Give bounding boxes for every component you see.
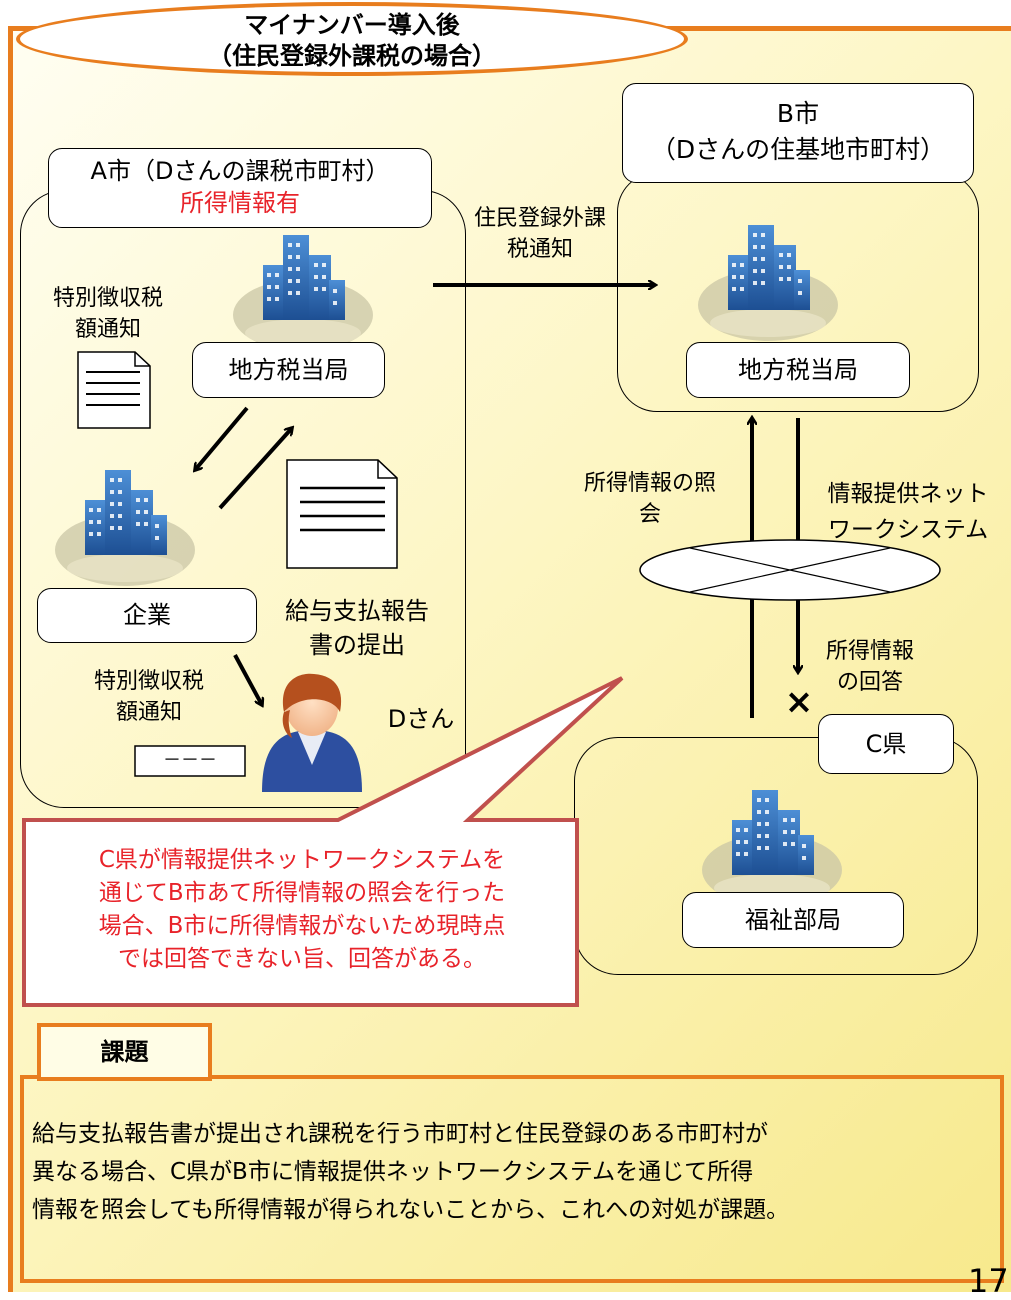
label-tokubetsu-2-line2: 額通知 (115, 700, 182, 725)
document-icon-large (286, 459, 398, 569)
label-salary-line1: 給与支払報告 (285, 597, 429, 625)
arrow-company-to-person (233, 654, 262, 705)
building-icon-welfare (702, 790, 842, 906)
office-b-tax: 地方税当局 (686, 342, 910, 398)
title-line1: マイナンバー導入後 (244, 11, 460, 39)
tax-slip-icon (134, 745, 246, 777)
office-company: 企業 (37, 588, 257, 643)
label-answer-line1: 所得情報 (825, 639, 914, 664)
label-slip-dashes: －－－ (163, 750, 217, 771)
city-b-header: B市 （Dさんの住基地市町村） (622, 83, 974, 183)
title-line2: （住民登録外課税の場合） (208, 42, 496, 70)
office-welfare: 福祉部局 (682, 892, 904, 948)
city-b-name-line1: B市 (776, 99, 820, 128)
callout-line4: では回答できない旨、回答がある。 (118, 946, 486, 972)
slide-background (8, 26, 1011, 1292)
label-answer: 所得情報 の回答 (806, 636, 934, 698)
label-person: Dさん (387, 705, 455, 733)
issue-text: 給与支払報告書が提出され課税を行う市町村と住民登録のある市町村が 異なる場合、C… (32, 1115, 997, 1229)
issue-line2: 異なる場合、C県がB市に情報提供ネットワークシステムを通じて所得 (32, 1159, 754, 1185)
label-network-line2: ワークシステム (827, 517, 989, 543)
building-icon-b-tax (698, 225, 838, 341)
callout-line2: 通じてB市あて所得情報の照会を行った (98, 880, 506, 906)
callout-text: C県が情報提供ネットワークシステムを 通じてB市あて所得情報の照会を行った 場合… (34, 844, 570, 976)
callout-shape (22, 676, 624, 1007)
label-notice: 住民登録外課 税通知 (455, 203, 625, 265)
label-inquiry-line2: 会 (638, 502, 661, 527)
issue-tab: 課題 (37, 1023, 212, 1081)
office-b-tax-label: 地方税当局 (738, 356, 858, 384)
office-a-tax-label: 地方税当局 (228, 356, 349, 384)
office-welfare-label: 福祉部局 (745, 906, 841, 934)
building-icon-company (55, 470, 195, 586)
city-a-header: A市（Dさんの課税市町村） 所得情報有 (48, 148, 432, 228)
label-tokubetsu-1: 特別徴収税 額通知 (28, 283, 188, 345)
city-a-name: A市（Dさんの課税市町村） (90, 157, 390, 185)
label-network-line1: 情報提供ネット (827, 481, 989, 507)
city-a-status: 所得情報有 (180, 189, 300, 217)
page-number: 17 (968, 1262, 1009, 1300)
cross-mark-icon: × (784, 682, 814, 722)
callout-line1: C県が情報提供ネットワークシステムを (98, 847, 506, 873)
network-oval-icon (639, 539, 941, 601)
arrow-tax-to-company (195, 406, 249, 470)
person-icon (262, 673, 362, 792)
label-salary-line2: 書の提出 (309, 631, 405, 659)
issue-box (20, 1075, 1004, 1283)
label-notice-line1: 住民登録外課 (473, 206, 606, 231)
prefecture-c-name: C県 (865, 730, 907, 758)
label-tokubetsu-1-line2: 額通知 (74, 317, 141, 342)
title-banner: マイナンバー導入後 （住民登録外課税の場合） (16, 2, 688, 76)
office-company-label: 企業 (123, 601, 171, 629)
label-inquiry-line1: 所得情報の照 (583, 471, 716, 496)
label-tokubetsu-2-line1: 特別徴収税 (93, 669, 204, 694)
label-answer-line2: の回答 (836, 670, 903, 695)
issue-line3: 情報を照会しても所得情報が得られないことから、これへの対処が課題。 (32, 1197, 790, 1223)
callout-line3: 場合、B市に所得情報がないため現時点 (98, 913, 506, 939)
label-salary-report: 給与支払報告 書の提出 (262, 594, 452, 662)
label-tokubetsu-2: 特別徴収税 額通知 (68, 666, 230, 728)
building-icon-a-tax (233, 235, 373, 351)
label-inquiry: 所得情報の照 会 (560, 468, 740, 530)
city-b-name-line2: （Dさんの住基地市町村） (650, 135, 946, 164)
document-icon-small (77, 351, 151, 429)
label-network: 情報提供ネット ワークシステム (810, 476, 1006, 548)
arrow-company-to-tax (218, 428, 292, 510)
label-notice-line2: 税通知 (506, 237, 573, 262)
office-a-tax: 地方税当局 (192, 342, 385, 398)
prefecture-c-header: C県 (818, 714, 954, 774)
issue-line1: 給与支払報告書が提出され課税を行う市町村と住民登録のある市町村が (32, 1121, 768, 1147)
label-tokubetsu-1-line1: 特別徴収税 (52, 286, 163, 311)
